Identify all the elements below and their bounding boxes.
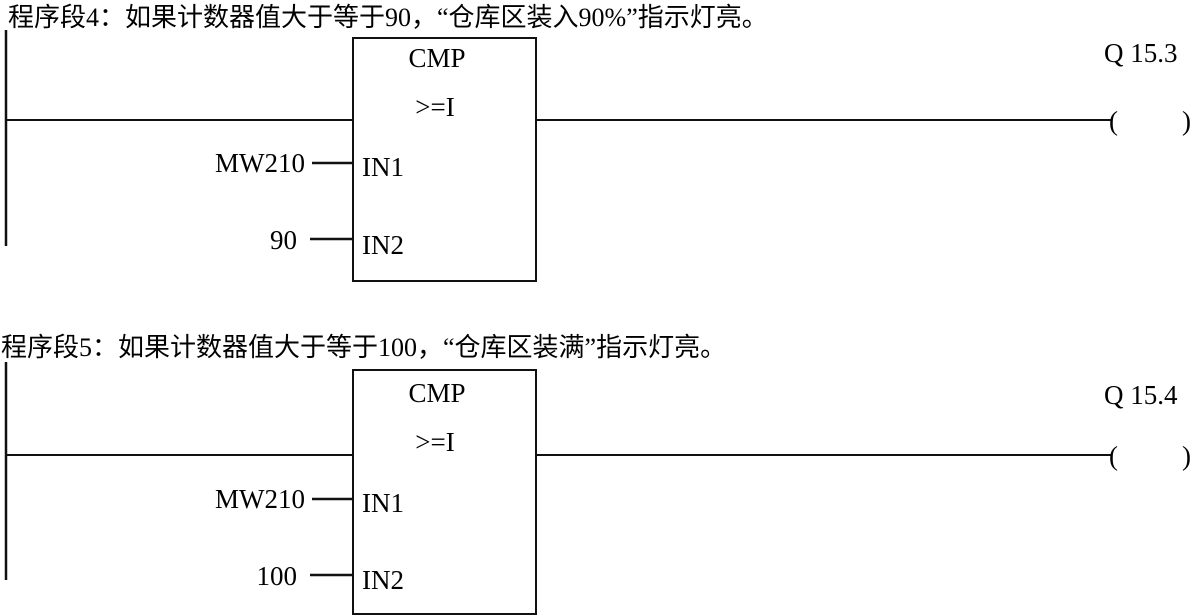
coil-open-paren: ( (1109, 106, 1118, 136)
input1-operand: MW210 (215, 484, 305, 514)
compare-operator: >=I (415, 427, 454, 457)
coil-close-paren: ) (1182, 106, 1191, 136)
network-5-title: 程序段5：如果计数器值大于等于100，“仓库区装满”指示灯亮。 (1, 333, 726, 362)
output-coil: ( ) (1109, 106, 1191, 136)
coil-address: Q 15.3 (1104, 38, 1178, 68)
pin-in2-label: IN2 (362, 565, 404, 595)
compare-operator: >=I (415, 92, 454, 122)
pin-in1-label: IN1 (362, 488, 404, 518)
pin-in1-label: IN1 (362, 152, 404, 182)
input2-operand: 90 (270, 225, 297, 255)
compare-block (352, 37, 537, 282)
compare-block (352, 369, 537, 615)
coil-open-paren: ( (1109, 441, 1118, 471)
network-4: 程序段4：如果计数器值大于等于90，“仓库区装入90%”指示灯亮。 CMP >=… (4, 3, 1191, 282)
network-5: 程序段5：如果计数器值大于等于100，“仓库区装满”指示灯亮。 CMP >=I … (1, 333, 1191, 615)
coil-close-paren: ) (1182, 441, 1191, 471)
pin-in2-label: IN2 (362, 230, 404, 260)
input1-operand: MW210 (215, 148, 305, 178)
network-4-title: 程序段4：如果计数器值大于等于90，“仓库区装入90%”指示灯亮。 (8, 3, 768, 32)
input2-operand: 100 (257, 561, 298, 591)
block-name: CMP (408, 43, 465, 73)
output-coil: ( ) (1109, 441, 1191, 471)
coil-address: Q 15.4 (1104, 380, 1178, 410)
block-name: CMP (408, 378, 465, 408)
